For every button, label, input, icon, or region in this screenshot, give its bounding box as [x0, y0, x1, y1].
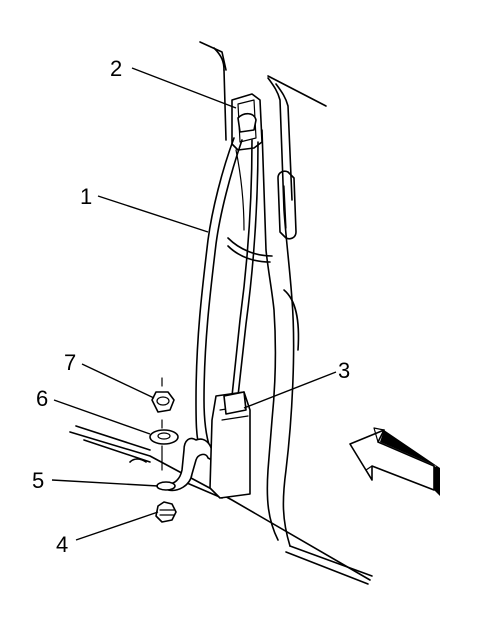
direction-arrow	[349, 427, 440, 496]
retractor-block	[209, 391, 251, 499]
leader-6	[53, 399, 151, 435]
fastener-stack	[149, 377, 179, 523]
callout-1: 1	[80, 184, 92, 209]
callout-3: 3	[338, 358, 350, 383]
callout-6: 6	[36, 386, 48, 411]
callout-labels: 2 1 3 7 6 5 4	[32, 56, 350, 557]
upper-anchor	[231, 93, 263, 151]
callout-2: 2	[110, 56, 122, 81]
leader-4	[75, 511, 159, 541]
bolt	[155, 501, 177, 523]
leader-7	[81, 363, 155, 399]
leader-3	[243, 371, 337, 409]
callout-5: 5	[32, 468, 44, 493]
leader-lines	[51, 67, 337, 541]
leader-5	[51, 479, 159, 487]
nut	[151, 391, 175, 413]
washer-lower	[156, 481, 176, 491]
body-pillar	[199, 41, 327, 547]
washer-upper	[149, 429, 179, 445]
leader-2	[131, 67, 237, 109]
seat-belt-webbing	[167, 137, 259, 492]
callout-7: 7	[64, 350, 76, 375]
callout-4: 4	[56, 532, 68, 557]
leader-1	[97, 195, 209, 233]
